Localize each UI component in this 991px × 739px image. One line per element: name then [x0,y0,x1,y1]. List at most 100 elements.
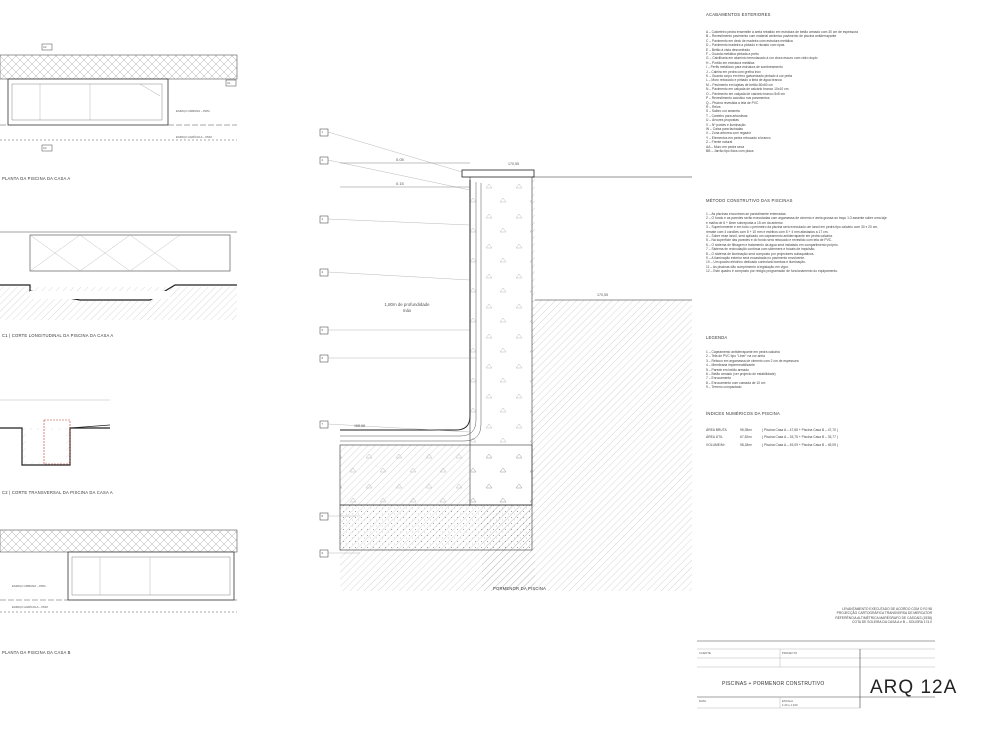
stamp-line: COTA DE SOLEIRA DA CASA A e B – SOLEIRA … [852,620,932,625]
marker-8: 8 [321,514,324,518]
section-indices-title: ÍNDICES NUMÉRICOS DA PISCINA [706,411,781,416]
indices-detail: ( Piscina Casa A – 33,75 + Piscina Casa … [762,435,838,440]
stamp-line: LEVANTAMENTO EXECUTADO DE ACORDO COM O R… [842,607,932,611]
metodo-item: 3 – Superiormente e em todo o perímetro … [706,225,879,230]
tb-projecto-label: PROJECTO [782,651,798,655]
legenda-item: 8 – Enrocamento com camada de 10 cm [706,380,766,385]
marker-5: 5 [321,328,324,332]
acabamento-item: B – Revestimento pavimento com material … [706,34,837,39]
indices-value: 98,18m³ [740,442,753,447]
caption-plan-b: PLANTA DA PISCINA DA CASA B [2,650,71,655]
metodo-item: 9 – A iluminação exterior será encastrad… [706,256,805,261]
caption-section-c1: C1 | CORTE LONGITUDINAL DA PISCINA DA CA… [2,333,114,338]
acabamento-item: J – Caleira em pedra com grelha inox [706,69,761,74]
acabamento-item: T – Canteiro para arbustivas [706,113,748,118]
dim-015: 0.15 [396,181,404,186]
legenda-list: 1 – Capeamento antiderrapante em pedra c… [706,350,799,390]
marker-3: 3 [321,217,324,221]
marker-6: 6 [321,356,324,360]
caption-section-c2: C2 | CORTE TRANSVERSAL DA PISCINA DA CAS… [2,490,113,495]
stamp-line: REFERÊNCIA ALTIMÉTRICA MARÉGRAFO DE CASC… [835,615,932,620]
legenda-item: 5 – Parede em betão armado [706,367,749,372]
acabamento-item: M – Pavimento em lajetas de betão 60x60 … [706,82,773,87]
caption-plan-a: PLANTA DA PISCINA DA CASA A [2,176,71,181]
acabamento-item: E – Betão à vista desconfrado [706,47,750,52]
legenda-item: 3 – Reboco em argamassa de cimento com 2… [706,358,799,363]
acabamento-item: O – Pavimento em calçada de calcário bra… [706,91,785,96]
legenda-item: 6 – Betão armado (ver projecto de estabi… [706,372,776,377]
label-espaco-urbano-a: ESPAÇO URBANO – PDM [176,109,210,113]
metodo-item: 1 – As piscinas encontram-se parcialment… [706,212,787,216]
indices-row: VOLUME/M³ 98,18m³ ( Piscina Casa A – 49,09… [706,443,838,447]
label-espaco-agricola-b: ESPAÇO AGRÍCOLA – PDM [12,605,48,609]
pool-detail-section [319,128,692,591]
label-espaco-agricola-a: ESPAÇO AGRÍCOLA – PDM [176,135,212,139]
metodo-item: 12 – Este quadro é composto por relógio … [706,269,838,274]
marker-1: 1 [321,130,324,134]
marker-c2-bottom: C2 [43,146,47,150]
metodo-item: 10 – Um quadro eléctrico dedicado contro… [706,260,806,265]
acabamento-item: K – Guarda corpo em ferro galvanizado pi… [706,74,793,79]
metodo-item: 8 – O sistema de iluminação será compost… [706,251,815,256]
acabamento-item: D – Pavimento madeira a plotado e riscad… [706,43,785,48]
metodo-item: 7 – Sistema de recirculação contínua com… [706,247,816,252]
marker-c1: C1 [227,81,231,85]
acabamento-item: Q – Piscina revestida a tela de PVC [706,100,759,105]
legenda-item: 4 – Membrana impermeabilizante [706,363,755,368]
indices-detail: ( Piscina Casa A – 49,09 + Piscina Casa … [762,442,838,447]
marker-4: 4 [321,270,324,274]
acabamento-item: G – Caixilharia em alumínio termolacado … [706,56,818,61]
marker-9: 9 [321,551,324,555]
metodo-list: 1 – As piscinas encontram-se parcialment… [706,212,887,274]
legenda-item: 1 – Capeamento antiderrapante em pedra c… [706,350,780,354]
marker-2: 2 [321,158,324,162]
acabamento-item: W – Caixa para fachadas [706,126,744,131]
section-c1-pool-a [0,231,237,320]
plan-pool-a [0,43,238,152]
metodo-item: e malha de 6 + 6mm sobreposta a 15 cm da… [706,220,784,225]
acabamento-item: H – Portão em estrutura metálica [706,60,755,65]
acabamento-item: A – Calceteiro pedra ensemble à areia re… [706,30,858,34]
section-acabamentos-title: ACABAMENTOS EXTERIORES [706,12,771,17]
legenda-item: 2 – Tela de PVC tipo "Liner" na cor arei… [706,354,765,359]
metodo-item: 4 – Sobre esse lancil, será aplicado um … [706,234,833,239]
indices-value: 67,52m² [740,435,753,440]
level-top: 170,55 [508,162,519,166]
level-bottom: 168,68 [354,424,365,428]
acabamento-item: X – Zona arbórea com regador [706,131,752,136]
survey-stamp: LEVANTAMENTO EXECUTADO DE ACORDO COM O R… [820,607,932,625]
marker-7: 7 [321,422,324,426]
dim-005: 0.05 [396,157,404,162]
legenda-item: 7 – Enrocamento [706,376,732,381]
acabamento-item: Z – Frente natural [706,140,733,145]
metodo-item: 2 – O fundo e as paredes serão executada… [706,216,887,221]
plan-pool-b [0,529,238,613]
depth-label: 1,80m de profundidade máx [384,302,430,313]
level-side: 170,55 [597,293,608,297]
metodo-item: remate com 4 cordões com 8 + 10 mm e est… [706,229,829,234]
acabamento-item: Y – Elementos em pedra rebocado a branco [706,135,771,140]
sheet-title: PISCINAS + PORMENOR CONSTRUTIVO [722,681,825,687]
label-espaco-urbano-b: ESPAÇO URBANO – PDM [12,584,46,588]
metodo-item: 5 – Na superfície das paredes e do fundo… [706,238,833,243]
section-metodo-title: MÉTODO CONSTRUTIVO DAS PISCINAS [706,198,793,203]
acabamento-item: C – Pavimento em deck de madeira com est… [706,38,793,43]
acabamento-item: U – Árvores propostas [706,118,739,123]
acabamento-item: F – Guarda metálica pintada a preto [706,52,759,57]
indices-label: ÁREA ÚTIL [706,435,723,440]
acabamentos-list: A – Calceteiro pedra ensemble à areia re… [706,30,858,153]
acabamento-item: AA – Muro em pedra seca [706,144,745,149]
acabamento-item: R – Relva [706,104,721,109]
section-legenda-title: LEGENDA [706,335,728,340]
stamp-line: PROJECÇÃO CARTOGRÁFICA TRANSVERSA DE MER… [836,611,932,616]
acabamento-item: L – Muro rebocado e pintado a tinta de á… [706,78,782,83]
indices-row: ÁREA ÚTIL 67,52m² ( Piscina Casa A – 33,75… [706,435,838,439]
indices-label: VOLUME/M³ [706,442,725,447]
indices-detail: ( Piscina Casa A – 47,65 + Piscina Casa … [762,428,838,432]
tb-data-label: DATA [699,699,707,703]
title-block [697,640,935,709]
acabamento-item: S – Saibro cor amarela [706,109,740,114]
